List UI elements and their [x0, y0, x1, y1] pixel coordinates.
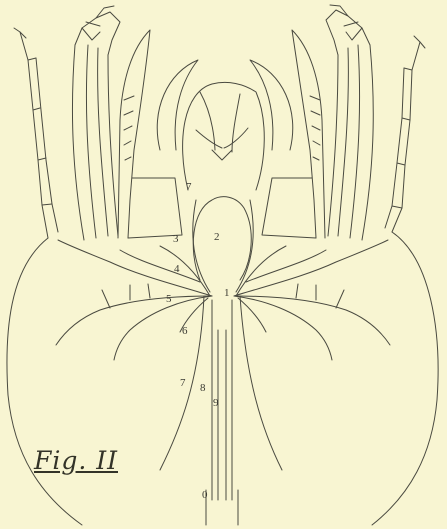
label-0: 0 — [202, 490, 208, 501]
right-antenna — [392, 42, 420, 232]
right-scaphocerite — [292, 30, 325, 238]
label-7-lower: 7 — [180, 378, 186, 389]
left-scaphocerite — [118, 30, 150, 238]
right-cheliped — [362, 45, 373, 240]
brain-lobe — [183, 82, 265, 190]
figure-caption: Fig. II — [34, 446, 118, 475]
label-6: 6 — [182, 326, 188, 337]
label-8: 8 — [200, 383, 206, 394]
carapace-outline — [7, 238, 82, 525]
rostrum-right-horn — [250, 60, 293, 150]
rostrum-left-horn — [157, 60, 198, 150]
left-shoulder — [128, 178, 182, 238]
right-shoulder — [262, 178, 316, 238]
label-3: 3 — [173, 234, 179, 245]
supra-ganglion — [193, 197, 251, 280]
commissure-left — [193, 200, 210, 292]
label-5: 5 — [166, 294, 172, 305]
label-2: 2 — [214, 232, 220, 243]
label-1: 1 — [224, 288, 230, 299]
carapace-outline-right — [372, 232, 438, 525]
label-4: 4 — [174, 264, 180, 275]
label-7-upper: 7 — [186, 182, 192, 193]
left-cheliped — [72, 45, 84, 240]
label-9: 9 — [213, 398, 219, 409]
